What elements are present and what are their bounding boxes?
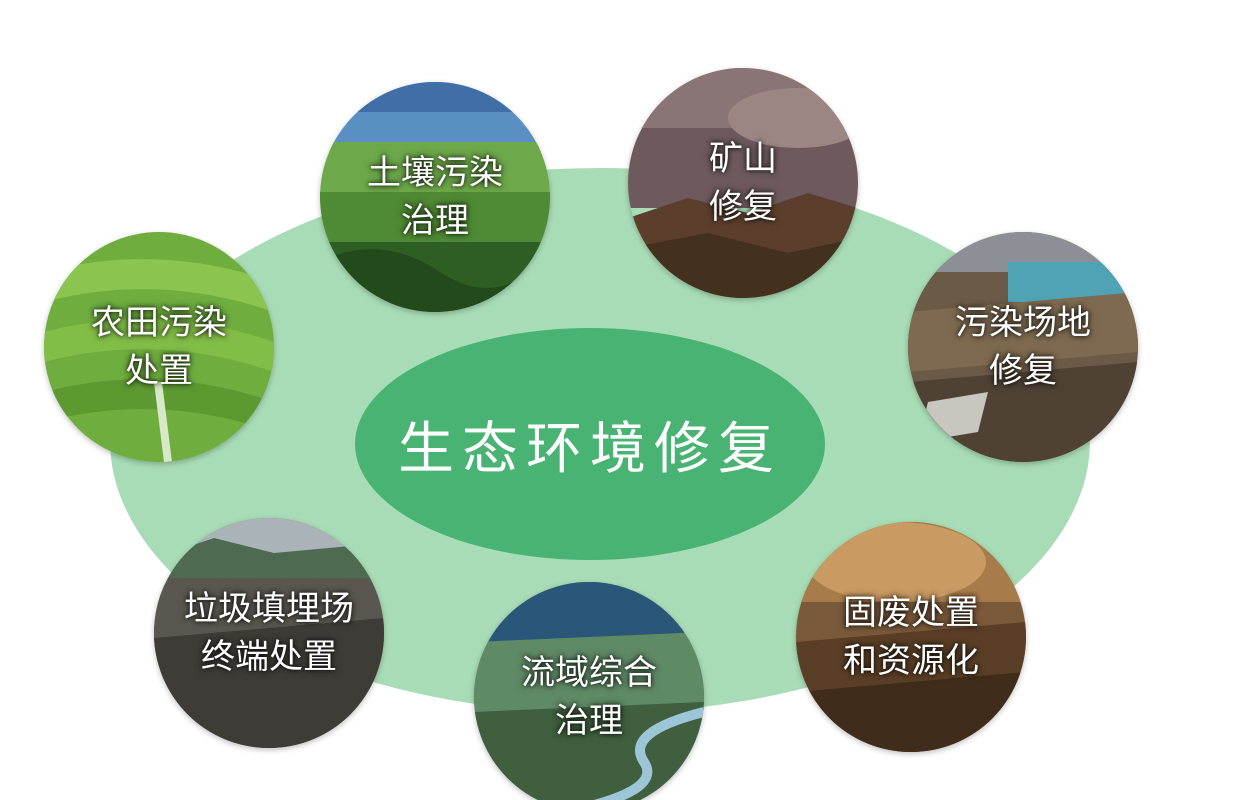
- center-title: 生态环境修复: [398, 416, 782, 482]
- node-label-line1: 矿山: [709, 139, 777, 179]
- farmland-landscape-photo: [320, 82, 550, 312]
- node-solid-waste: 固废处置 和资源化: [796, 522, 1026, 752]
- node-label: 土壤污染 治理: [320, 82, 550, 312]
- node-mine-restoration: 矿山 修复: [628, 68, 858, 298]
- node-label: 固废处置 和资源化: [796, 522, 1026, 752]
- node-label-line1: 垃圾填埋场: [184, 589, 354, 629]
- node-label: 垃圾填埋场 终端处置: [154, 518, 384, 748]
- node-label-line2: 处置: [125, 351, 193, 391]
- node-label-line2: 修复: [989, 351, 1057, 391]
- river-basin-photo: [474, 582, 704, 800]
- node-landfill-disposal: 垃圾填埋场 终端处置: [154, 518, 384, 748]
- node-label: 矿山 修复: [628, 68, 858, 298]
- node-label-line1: 流域综合: [521, 653, 657, 693]
- node-label-line1: 农田污染: [91, 303, 227, 343]
- node-label-line2: 和资源化: [843, 641, 979, 681]
- mine-landscape-photo: [628, 68, 858, 298]
- node-soil-pollution: 土壤污染 治理: [320, 82, 550, 312]
- inner-ellipse: [355, 328, 825, 560]
- landfill-photo: [154, 518, 384, 748]
- node-farmland-pollution: 农田污染 处置: [44, 232, 274, 462]
- terraced-field-photo: [44, 232, 274, 462]
- node-river-basin: 流域综合 治理: [474, 582, 704, 800]
- industrial-site-photo: [908, 232, 1138, 462]
- node-label-line2: 治理: [401, 201, 469, 241]
- node-contaminated-site: 污染场地 修复: [908, 232, 1138, 462]
- node-label-line2: 终端处置: [201, 637, 337, 677]
- node-label: 污染场地 修复: [908, 232, 1138, 462]
- node-label: 流域综合 治理: [474, 582, 704, 800]
- node-label-line1: 固废处置: [843, 593, 979, 633]
- node-label-line2: 治理: [555, 701, 623, 741]
- node-label: 农田污染 处置: [44, 232, 274, 462]
- solid-waste-photo: [796, 522, 1026, 752]
- node-label-line1: 土壤污染: [367, 153, 503, 193]
- node-label-line1: 污染场地: [955, 303, 1091, 343]
- node-label-line2: 修复: [709, 187, 777, 227]
